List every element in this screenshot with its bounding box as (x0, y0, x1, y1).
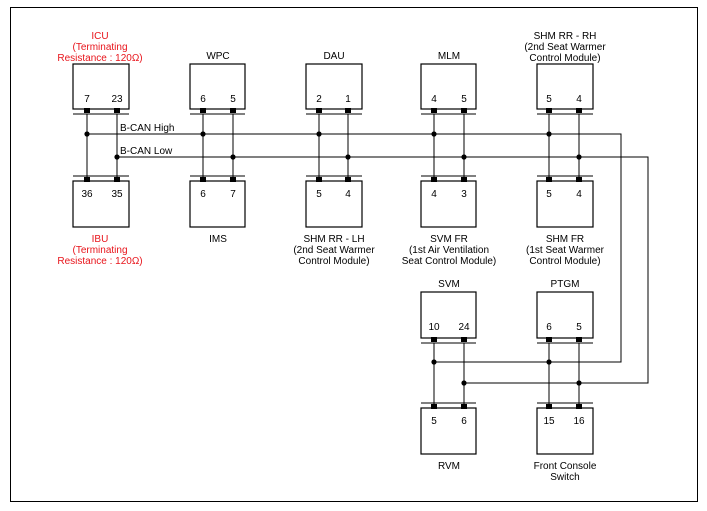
ptgm-connector (536, 291, 594, 339)
shm-rr-rh-pin-left: 5 (546, 94, 552, 105)
icu-pin-right: 23 (111, 94, 123, 105)
pin-markers (84, 108, 582, 409)
ims-label: IMS (209, 234, 227, 245)
connector-tab-lines (73, 113, 593, 404)
ibu-pin-left: 36 (81, 189, 93, 200)
front-console-pin-left: 15 (543, 416, 555, 427)
shm-fr-label-line-2: (1st Seat Warmer (526, 245, 604, 256)
svm-fr-pin-left: 4 (431, 189, 437, 200)
wpc-connector (189, 63, 246, 110)
shm-rr-lh-label-line-2: (2nd Seat Warmer (293, 245, 375, 256)
shm-rr-rh-pin-right: 4 (576, 94, 582, 105)
svm-pin-left: 10 (428, 322, 440, 333)
shm-rr-lh-connector (305, 180, 363, 228)
ibu-pin-right: 35 (111, 189, 123, 200)
wpc-pin-left: 6 (200, 94, 206, 105)
mlm-connector (420, 63, 477, 110)
shm-fr-label-line-1: SHM FR (545, 234, 585, 245)
shm-fr-label-line-3: Control Module) (529, 256, 601, 267)
ptgm-pin-left: 6 (546, 322, 552, 333)
diagram-border (10, 7, 698, 502)
shm-rr-lh-label-line-1: SHM RR - LH (303, 234, 365, 245)
front-console-connector (536, 407, 594, 455)
dau-pin-right: 1 (345, 94, 351, 105)
ibu-label-line-2: (Terminating (72, 245, 128, 256)
front-console-label-line-2: Switch (550, 472, 580, 483)
b-can-low-label: B-CAN Low (120, 146, 173, 157)
wpc-label: WPC (206, 51, 230, 62)
shm-fr-pin-left: 5 (546, 189, 552, 200)
mlm-pin-right: 5 (461, 94, 467, 105)
junction-dots (84, 131, 582, 386)
wpc-pin-right: 5 (230, 94, 236, 105)
shm-rr-lh-pin-right: 4 (345, 189, 351, 200)
svm-pin-right: 24 (458, 322, 470, 333)
ibu-label-line-3: Resistance : 120Ω) (57, 256, 143, 267)
svm-label: SVM (438, 279, 460, 290)
can-wires (86, 114, 649, 404)
icu-label-line-1: ICU (91, 31, 109, 42)
svm-connector (420, 291, 477, 339)
shm-rr-rh-label-line-2: (2nd Seat Warmer (524, 42, 606, 53)
ibu-label-line-1: IBU (91, 234, 109, 245)
shm-rr-rh-label-line-3: Control Module) (529, 53, 601, 64)
svm-fr-label-line-2: (1st Air Ventilation (408, 245, 490, 256)
rvm-connector (420, 407, 477, 455)
mlm-label: MLM (437, 51, 461, 62)
ims-pin-right: 7 (230, 189, 236, 200)
dau-pin-left: 2 (316, 94, 322, 105)
icu-connector (72, 63, 130, 110)
svm-fr-pin-right: 3 (461, 189, 467, 200)
svm-fr-label-line-3: Seat Control Module) (401, 256, 497, 267)
ims-pin-left: 6 (200, 189, 206, 200)
icu-pin-left: 7 (84, 94, 90, 105)
shm-rr-rh-connector (536, 63, 594, 110)
shm-fr-connector (536, 180, 594, 228)
rvm-label: RVM (437, 461, 461, 472)
dau-label: DAU (323, 51, 345, 62)
shm-rr-lh-pin-left: 5 (316, 189, 322, 200)
front-console-label-line-1: Front Console (533, 461, 597, 472)
b-can-high-label: B-CAN High (120, 123, 175, 134)
icu-label-line-2: (Terminating (72, 42, 128, 53)
shm-rr-lh-label-line-3: Control Module) (298, 256, 370, 267)
svm-fr-connector (420, 180, 477, 228)
shm-fr-pin-right: 4 (576, 189, 582, 200)
ims-connector (189, 180, 246, 228)
ptgm-label: PTGM (550, 279, 580, 290)
mlm-pin-left: 4 (431, 94, 437, 105)
dau-connector (305, 63, 363, 110)
svm-fr-label-line-1: SVM FR (430, 234, 468, 245)
ibu-connector (72, 180, 130, 228)
shm-rr-rh-label-line-1: SHM RR - RH (533, 31, 597, 42)
icu-label-line-3: Resistance : 120Ω) (57, 53, 143, 64)
front-console-pin-right: 16 (573, 416, 585, 427)
ptgm-pin-right: 5 (576, 322, 582, 333)
rvm-pin-right: 6 (461, 416, 467, 427)
rvm-pin-left: 5 (431, 416, 437, 427)
